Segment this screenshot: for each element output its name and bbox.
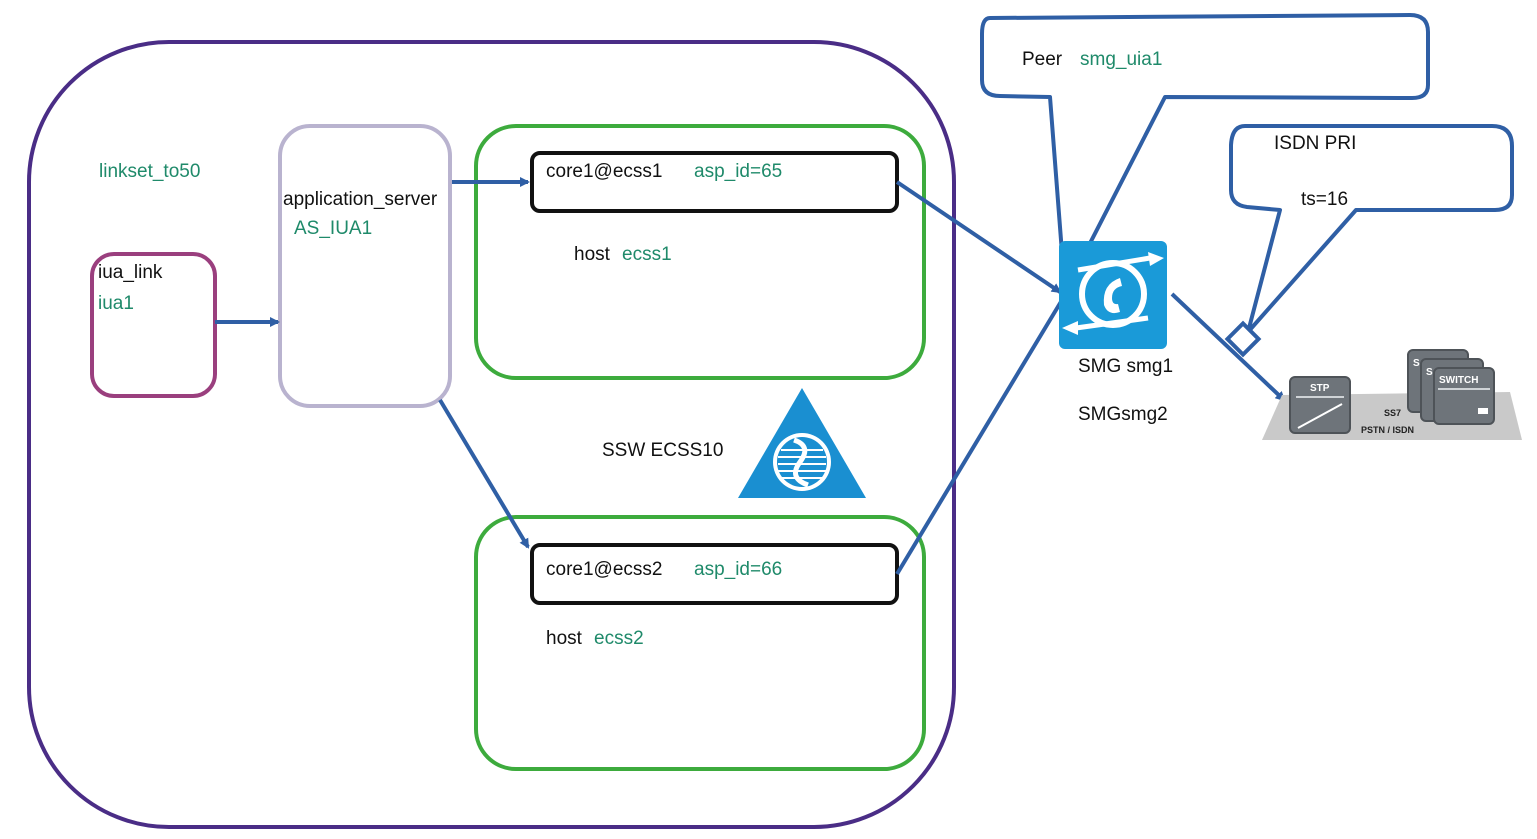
peer-value: smg_uia1	[1080, 49, 1163, 70]
ss7-network-icon	[1262, 349, 1522, 440]
core1-name: core1@ecss1	[546, 161, 663, 182]
application-server-value: AS_IUA1	[294, 218, 373, 239]
core2-name: core1@ecss2	[546, 559, 663, 580]
iua-link-value: iua1	[98, 293, 134, 314]
iua-link-box	[90, 252, 217, 398]
arrow-core1-to-smg	[895, 180, 1062, 294]
core2-host-value: ecss2	[594, 628, 644, 649]
ss7-label: SS7	[1384, 408, 1402, 418]
arrow-smg-to-network	[1170, 292, 1286, 402]
core2-asp: asp_id=66	[694, 559, 783, 580]
linkset-label: linkset_to50	[99, 161, 201, 182]
isdn-callout	[1229, 124, 1514, 334]
iua-link-title: iua_link	[98, 262, 163, 283]
core1-asp: asp_id=65	[694, 161, 783, 182]
host-ecss2-box	[474, 515, 926, 771]
smg-line1: SMG smg1	[1078, 356, 1174, 377]
softswitch-triangle-icon	[738, 388, 866, 498]
application-server-title: application_server	[283, 189, 438, 210]
stp-label: STP	[1310, 383, 1330, 394]
switch-back-label-2: S	[1426, 367, 1433, 378]
ssw-container	[27, 40, 956, 829]
core1-host-value: ecss1	[622, 244, 672, 265]
application-server-box	[278, 124, 452, 408]
core1-host-label: host	[574, 244, 610, 265]
switch-label: SWITCH	[1439, 375, 1479, 386]
arrow-as-to-core2	[438, 398, 530, 549]
core2-host-label: host	[546, 628, 582, 649]
smg-line2: SMGsmg2	[1078, 404, 1168, 425]
pstn-isdn-label: PSTN / ISDN	[1361, 425, 1415, 435]
host-ecss1-box	[474, 124, 926, 380]
phone-exchange-icon	[1059, 241, 1167, 349]
isdn-interface-marker	[1224, 320, 1262, 358]
peer-label: Peer	[1022, 49, 1063, 70]
ssw-label: SSW ECSS10	[602, 440, 724, 461]
peer-callout	[980, 13, 1430, 294]
link-core2-to-smg	[895, 298, 1064, 576]
isdn-value: ts=16	[1301, 189, 1349, 210]
switch-back-label-1: S	[1413, 358, 1420, 369]
isdn-title: ISDN PRI	[1274, 133, 1357, 154]
